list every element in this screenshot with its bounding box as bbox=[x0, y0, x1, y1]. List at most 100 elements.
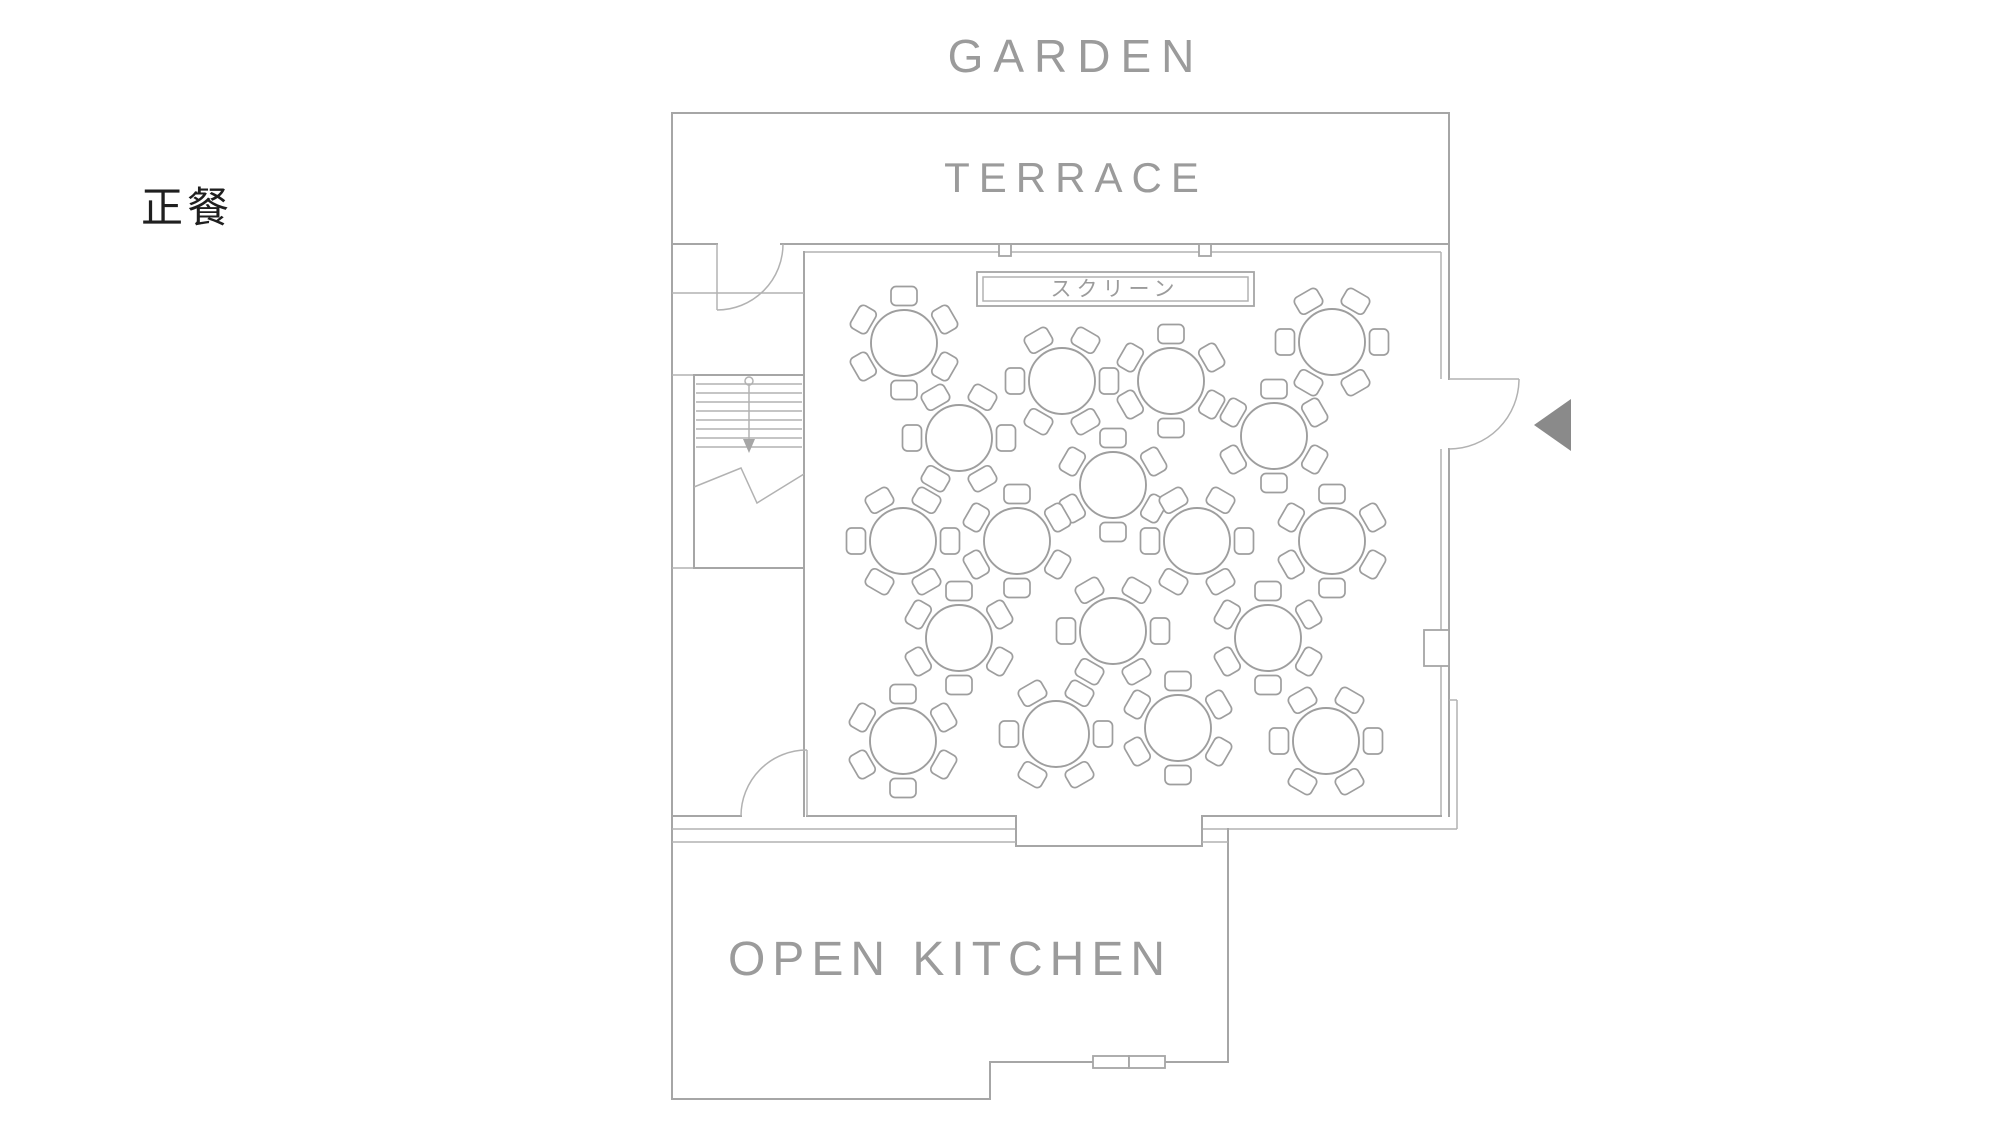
chair bbox=[1254, 674, 1282, 696]
right-wall-notch bbox=[1423, 629, 1450, 667]
chair bbox=[1197, 389, 1226, 420]
dining-table bbox=[904, 580, 1014, 696]
chair bbox=[911, 567, 942, 596]
dining-table bbox=[848, 683, 958, 799]
chair bbox=[1219, 444, 1248, 475]
door-top-left bbox=[716, 243, 784, 311]
kitchen-area: OPEN KITCHEN bbox=[671, 828, 1229, 1100]
table-top bbox=[1137, 347, 1205, 415]
chair bbox=[920, 464, 951, 493]
table-top bbox=[869, 707, 937, 775]
table-top bbox=[1298, 507, 1366, 575]
chair bbox=[945, 580, 973, 602]
chair bbox=[849, 351, 878, 382]
chair bbox=[1139, 527, 1161, 555]
chair bbox=[1293, 287, 1324, 316]
chair bbox=[1213, 599, 1242, 630]
chair bbox=[929, 702, 958, 733]
kitchen-window bbox=[1128, 1055, 1166, 1069]
table-top bbox=[1079, 451, 1147, 519]
chair bbox=[889, 683, 917, 705]
chair bbox=[901, 424, 923, 452]
garden-label: GARDEN bbox=[948, 30, 1205, 82]
chair bbox=[1205, 486, 1236, 515]
chair bbox=[1197, 342, 1226, 373]
chair bbox=[1043, 549, 1072, 580]
doors bbox=[716, 243, 1571, 817]
chair bbox=[1254, 580, 1282, 602]
dining-table bbox=[849, 285, 959, 401]
chair bbox=[904, 599, 933, 630]
chair bbox=[848, 702, 877, 733]
screen-box: スクリーン bbox=[976, 271, 1255, 307]
chair bbox=[1123, 689, 1152, 720]
terrace-label: TERRACE bbox=[944, 154, 1208, 201]
chair bbox=[1334, 767, 1365, 796]
chair bbox=[985, 599, 1014, 630]
chair bbox=[1362, 727, 1384, 755]
table-top bbox=[870, 309, 938, 377]
chair bbox=[995, 424, 1017, 452]
chair bbox=[929, 749, 958, 780]
chair bbox=[1274, 328, 1296, 356]
chair bbox=[889, 777, 917, 799]
chair bbox=[1205, 567, 1236, 596]
meal-type-label: 正餐 bbox=[141, 186, 233, 232]
stairs bbox=[693, 374, 805, 569]
dining-table bbox=[1219, 378, 1329, 494]
dining-table bbox=[1139, 486, 1255, 596]
chair bbox=[1017, 760, 1048, 789]
kitchen-pass-through bbox=[1015, 815, 1203, 847]
dining-table bbox=[998, 679, 1114, 789]
chair bbox=[1287, 686, 1318, 715]
chair bbox=[967, 464, 998, 493]
chair bbox=[1277, 502, 1306, 533]
chair bbox=[1300, 397, 1329, 428]
chair bbox=[1157, 417, 1185, 439]
chair bbox=[1116, 342, 1145, 373]
chair bbox=[998, 720, 1020, 748]
chair bbox=[1277, 549, 1306, 580]
chair bbox=[1017, 679, 1048, 708]
stair-down-arrow-icon bbox=[743, 439, 755, 453]
chair bbox=[1121, 657, 1152, 686]
chair bbox=[1003, 483, 1031, 505]
chair bbox=[1064, 760, 1095, 789]
table-top bbox=[1163, 507, 1231, 575]
chair bbox=[1070, 326, 1101, 355]
chair bbox=[1004, 367, 1026, 395]
chair bbox=[890, 379, 918, 401]
table-top bbox=[1079, 597, 1147, 665]
chair bbox=[1213, 646, 1242, 677]
chair bbox=[1318, 577, 1346, 599]
dining-table bbox=[1004, 326, 1120, 436]
chair bbox=[1358, 549, 1387, 580]
table-top bbox=[1292, 707, 1360, 775]
chair bbox=[985, 646, 1014, 677]
chair bbox=[1157, 323, 1185, 345]
table-top bbox=[1144, 694, 1212, 762]
entrance-arrow-icon bbox=[1534, 399, 1571, 451]
chair bbox=[1300, 444, 1329, 475]
chair bbox=[1023, 326, 1054, 355]
chair bbox=[845, 527, 867, 555]
dining-table bbox=[1213, 580, 1323, 696]
chair bbox=[1074, 657, 1105, 686]
chair bbox=[1003, 577, 1031, 599]
chair bbox=[962, 549, 991, 580]
chair bbox=[1219, 397, 1248, 428]
chair bbox=[1233, 527, 1255, 555]
open-kitchen-label: OPEN KITCHEN bbox=[728, 933, 1172, 986]
terrace-area: TERRACE bbox=[671, 112, 1450, 245]
chair bbox=[1204, 689, 1233, 720]
wall-marker-square bbox=[1198, 243, 1212, 257]
chair bbox=[920, 383, 951, 412]
dining-table bbox=[1123, 670, 1233, 786]
dining-table bbox=[1274, 287, 1390, 397]
chair bbox=[1260, 378, 1288, 400]
chair bbox=[1099, 427, 1127, 449]
chair bbox=[1340, 287, 1371, 316]
chair bbox=[1092, 720, 1114, 748]
